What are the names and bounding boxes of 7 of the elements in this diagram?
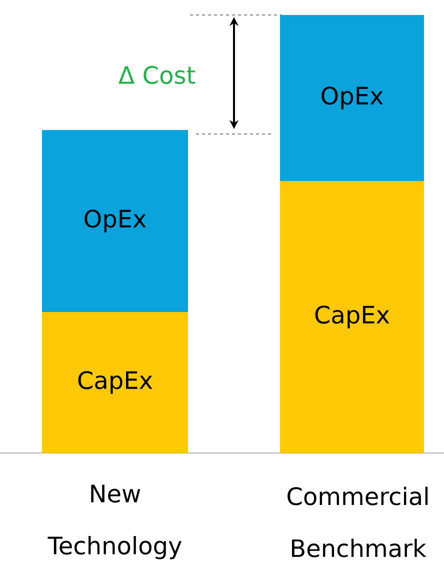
bar-segment: CapEx	[280, 181, 424, 453]
bar-segment: CapEx	[42, 312, 188, 453]
dimension-label: Δ Cost	[118, 66, 196, 84]
axis-label: Commercial Benchmark	[288, 486, 428, 558]
axis-label: New Technology	[48, 484, 182, 560]
bar-segment: OpEx	[42, 130, 188, 312]
bar-segment: OpEx	[280, 15, 424, 181]
